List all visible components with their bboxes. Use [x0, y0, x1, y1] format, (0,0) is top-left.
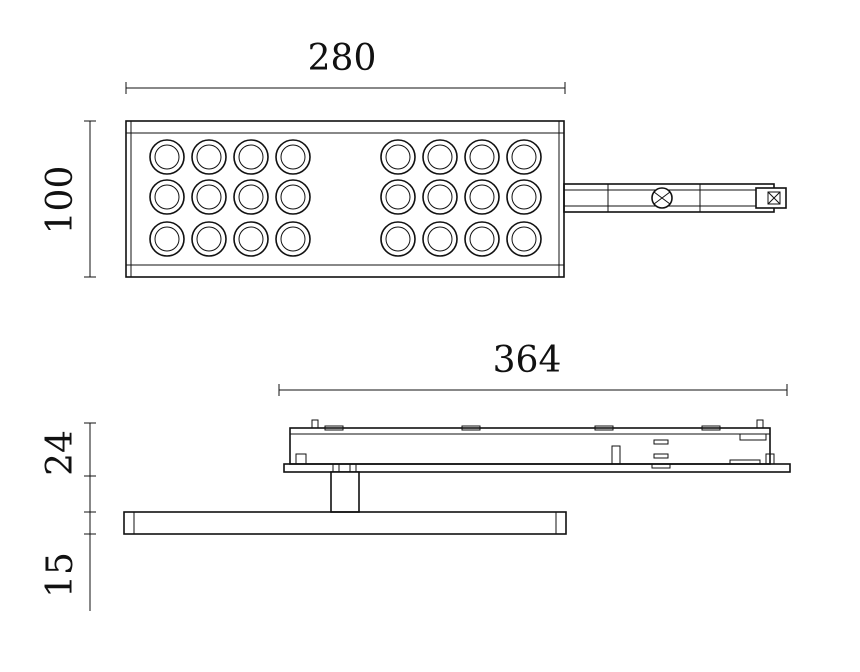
led-lens — [511, 184, 537, 210]
led-lens — [154, 226, 180, 252]
led-lens — [191, 179, 227, 215]
track-adapter-side-view — [283, 419, 791, 473]
led-lens — [196, 184, 222, 210]
led-lens — [280, 184, 306, 210]
led-lens — [385, 144, 411, 170]
led-lens — [469, 226, 495, 252]
led-lens — [275, 179, 311, 215]
led-lens — [238, 184, 264, 210]
dimension-side-heights: 24 15 — [40, 422, 96, 611]
led-lens — [196, 226, 222, 252]
dimension-side-length: 364 — [278, 340, 788, 396]
led-lens — [280, 144, 306, 170]
led-lens-array — [149, 139, 542, 257]
dimension-top-width-label: 280 — [308, 38, 377, 79]
led-lens — [385, 184, 411, 210]
led-lens — [280, 226, 306, 252]
led-lens — [464, 139, 500, 175]
led-lens — [469, 184, 495, 210]
dimension-side-upper-height-label: 24 — [40, 430, 81, 476]
track-adapter-top-view — [563, 183, 787, 213]
led-lens — [511, 144, 537, 170]
led-lens — [422, 221, 458, 257]
led-lens — [191, 221, 227, 257]
led-lens — [196, 144, 222, 170]
dimension-side-lower-height-label: 15 — [40, 552, 81, 598]
dimension-top-height-label: 100 — [40, 166, 81, 235]
led-lens — [149, 179, 185, 215]
connector-stem — [330, 463, 360, 513]
led-lens — [380, 179, 416, 215]
led-lens — [233, 179, 269, 215]
luminaire-top-view — [125, 120, 565, 278]
led-lens — [427, 184, 453, 210]
led-lens — [464, 221, 500, 257]
led-lens — [427, 144, 453, 170]
led-lens — [238, 226, 264, 252]
led-lens — [506, 179, 542, 215]
led-lens — [149, 139, 185, 175]
led-lens — [380, 221, 416, 257]
led-lens — [380, 139, 416, 175]
led-lens — [427, 226, 453, 252]
led-lens — [275, 139, 311, 175]
led-lens — [191, 139, 227, 175]
led-lens — [233, 221, 269, 257]
led-lens — [511, 226, 537, 252]
luminaire-side-view — [123, 511, 567, 535]
led-lens — [149, 221, 185, 257]
dimension-side-length-label: 364 — [493, 340, 562, 381]
led-lens — [506, 139, 542, 175]
led-lens — [275, 221, 311, 257]
led-lens — [469, 144, 495, 170]
led-lens — [464, 179, 500, 215]
led-lens — [385, 226, 411, 252]
led-lens — [238, 144, 264, 170]
led-lens — [506, 221, 542, 257]
led-lens — [422, 139, 458, 175]
led-lens — [422, 179, 458, 215]
led-lens — [233, 139, 269, 175]
dimension-top-height: 100 — [40, 120, 96, 278]
led-lens — [154, 184, 180, 210]
dimension-top-width: 280 — [125, 38, 566, 94]
led-lens — [154, 144, 180, 170]
